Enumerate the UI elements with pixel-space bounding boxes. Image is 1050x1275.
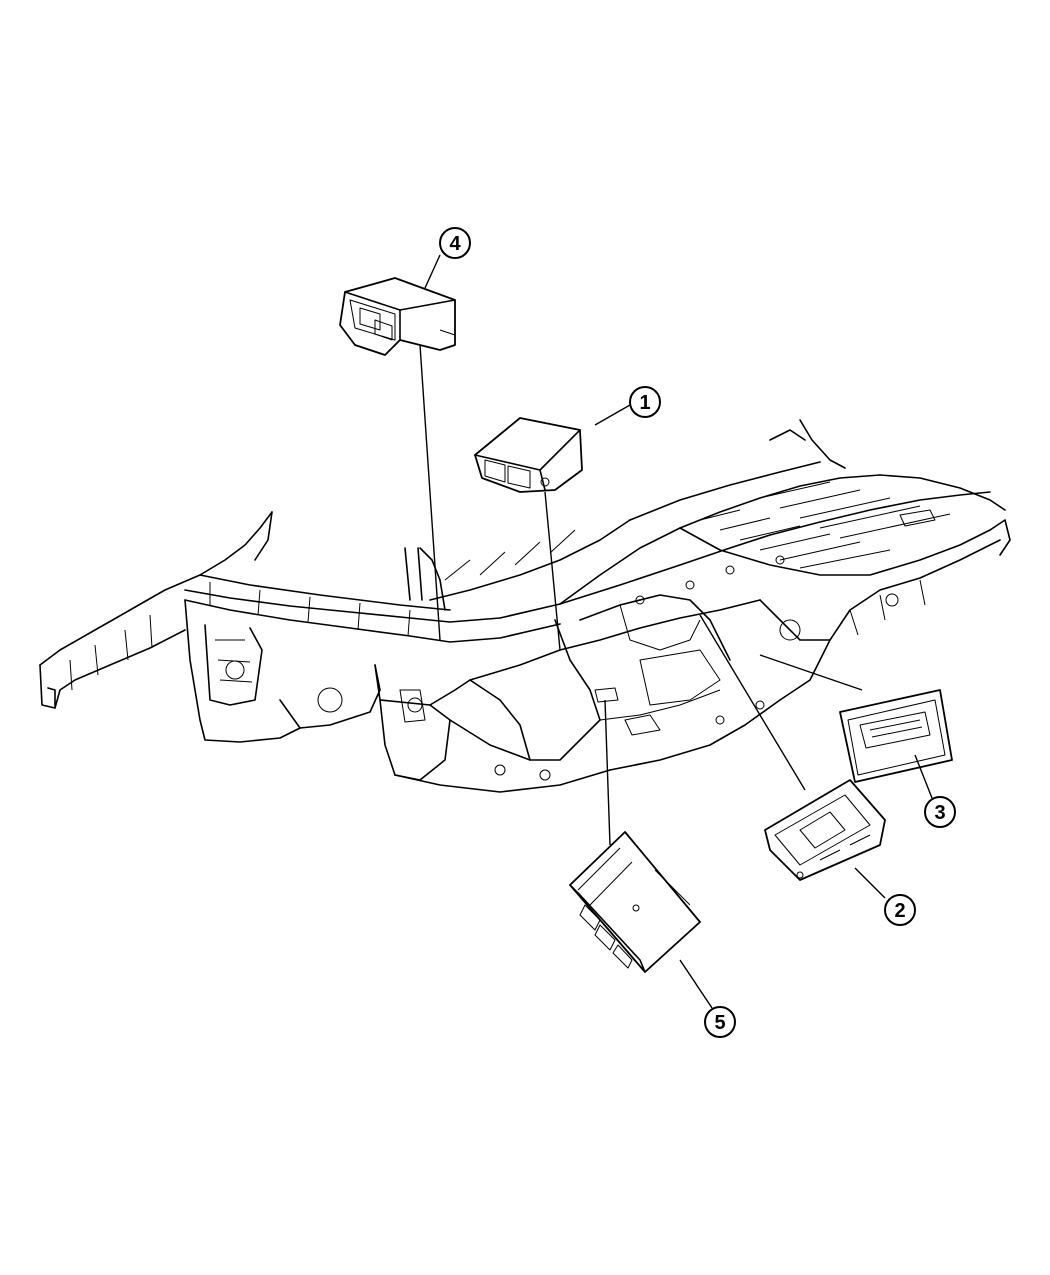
leader-line-2 xyxy=(854,867,886,899)
vehicle-body-underbody xyxy=(39,419,1011,793)
part-1-module xyxy=(474,417,583,493)
leader-line-3-drop xyxy=(759,654,863,691)
part-5-module xyxy=(569,831,701,973)
callout-2: 2 xyxy=(884,894,916,926)
leader-line-4 xyxy=(424,254,441,289)
leader-line-1 xyxy=(594,404,631,426)
leader-line-5 xyxy=(679,959,713,1009)
callout-1-label: 1 xyxy=(639,392,650,414)
callout-2-label: 2 xyxy=(894,900,905,922)
callout-1: 1 xyxy=(629,386,661,418)
leader-line-5-drop xyxy=(604,699,611,846)
leader-line-4-drop xyxy=(419,344,441,641)
callout-4: 4 xyxy=(439,227,471,259)
leader-line-2-drop xyxy=(699,614,806,791)
leader-line-1-drop xyxy=(544,491,561,651)
part-2-bracket xyxy=(764,779,886,881)
part-3-module xyxy=(839,689,953,783)
callout-3: 3 xyxy=(924,796,956,828)
callout-5: 5 xyxy=(704,1006,736,1038)
leader-lines xyxy=(419,254,933,1009)
part-4-module xyxy=(339,277,456,356)
callout-5-label: 5 xyxy=(714,1012,725,1034)
callout-3-label: 3 xyxy=(934,802,945,824)
leader-line-3 xyxy=(914,754,933,799)
callout-4-label: 4 xyxy=(449,233,461,255)
